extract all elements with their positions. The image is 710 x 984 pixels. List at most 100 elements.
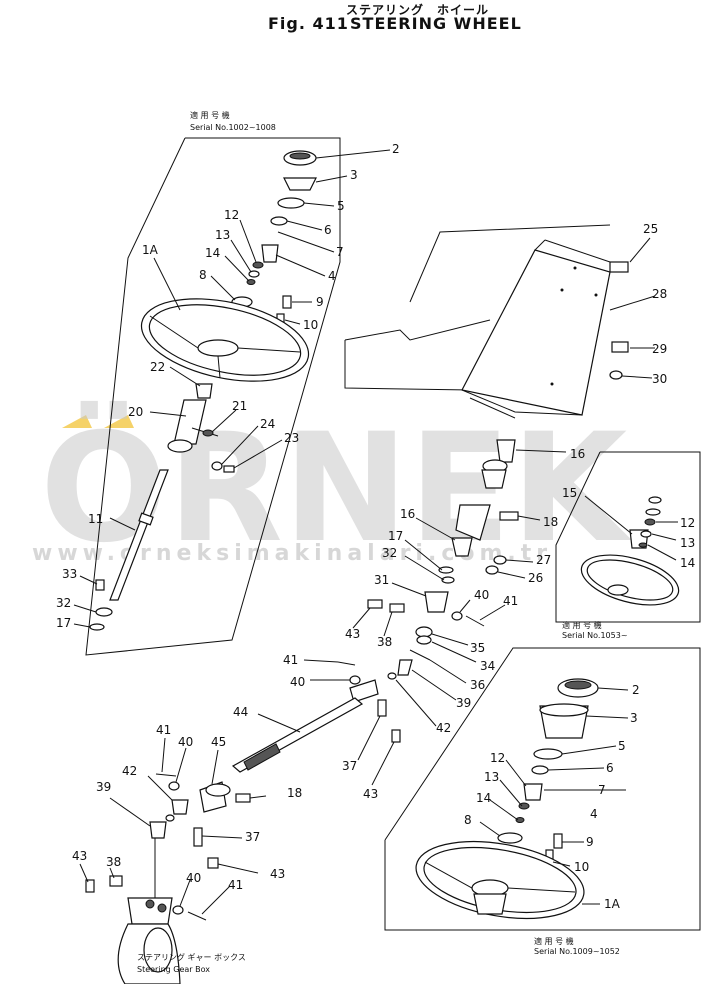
lr-nut-13	[518, 802, 530, 810]
yoke-39b	[149, 821, 167, 839]
washer-40d	[172, 905, 184, 915]
label-41a: 41	[503, 594, 518, 608]
rm-washer-13	[640, 530, 652, 538]
label-29: 29	[652, 342, 667, 356]
spring-seat	[270, 216, 288, 226]
label-34: 34	[480, 659, 495, 673]
washer-40b	[349, 675, 361, 685]
steering-gear-box: 43 38 40 41 ステアリング ギャー ボックス Steering Gea…	[72, 838, 246, 984]
label-38b: 38	[106, 855, 121, 869]
contact-plate	[277, 197, 305, 209]
upper-left-parts	[140, 150, 317, 382]
pin-42b	[165, 814, 175, 822]
washer-40c	[168, 781, 180, 791]
column-shaft-11	[109, 469, 169, 601]
label-40a: 40	[474, 588, 489, 602]
lr-ring-top	[539, 703, 589, 717]
label-lr-10: 10	[574, 860, 589, 874]
label-39a: 39	[456, 696, 471, 710]
callout-right-mid: 15 12 13 14 適 用 号 機 Serial No.1053~	[555, 451, 701, 640]
label-42a: 42	[436, 721, 451, 735]
pin-36	[409, 649, 431, 661]
label-36: 36	[470, 678, 485, 692]
rm-washer-14	[638, 542, 648, 548]
bearing-body	[481, 469, 507, 489]
label-27: 27	[536, 553, 551, 567]
gearbox-cover	[143, 927, 173, 973]
label-rm-12: 12	[680, 516, 695, 530]
label-40b: 40	[290, 675, 305, 689]
label-ul-3: 3	[350, 168, 358, 182]
title-english: STEERING WHEEL	[350, 14, 522, 33]
intermediate-shaft	[149, 661, 401, 869]
washer-30	[609, 370, 623, 380]
pin-41c	[155, 773, 177, 777]
label-43b: 43	[363, 787, 378, 801]
washer-40a	[451, 611, 463, 621]
bolt-18b	[235, 793, 251, 803]
label-lr-2: 2	[632, 683, 640, 697]
rm-ring	[645, 508, 661, 516]
label-35: 35	[470, 641, 485, 655]
bracket	[455, 504, 491, 541]
washer-17	[89, 623, 105, 631]
horn-button-top	[289, 152, 311, 160]
label-rm-15: 15	[562, 486, 577, 500]
label-25: 25	[643, 222, 658, 236]
watermark: ÖRNEK www.orneksimakinalari.com.tr	[32, 400, 632, 576]
lr-wheel-boss	[473, 893, 507, 915]
middle-leaders	[352, 449, 567, 727]
label-18b: 18	[287, 786, 302, 800]
yoke-31	[424, 591, 449, 613]
gearbox-caption-jp: ステアリング ギャー ボックス	[137, 952, 246, 962]
bolt-33	[95, 579, 105, 591]
label-lr-1a: 1A	[604, 897, 621, 911]
yoke-45-ring	[205, 783, 231, 797]
watermark-accent-right	[104, 415, 134, 428]
washer-34	[416, 635, 432, 645]
label-33: 33	[62, 567, 77, 581]
lr-washer-14	[515, 817, 525, 823]
label-18a: 18	[543, 515, 558, 529]
label-ul-6: 6	[324, 223, 332, 237]
label-ul-12: 12	[224, 208, 239, 222]
shaft-leaders	[109, 659, 395, 874]
label-lr-3: 3	[630, 711, 638, 725]
lr-spacer-8	[497, 832, 523, 844]
washer-24	[211, 461, 223, 471]
gearbox-bolt-b	[157, 903, 167, 913]
console-panel-28	[461, 249, 611, 416]
washer-32	[95, 607, 113, 617]
bolt-37a	[377, 699, 387, 717]
lr-spring-seat	[531, 765, 549, 775]
middle-components	[367, 439, 519, 680]
label-lr-7: 7	[598, 783, 606, 797]
horn-ring	[283, 177, 317, 191]
label-ul-14: 14	[205, 246, 220, 260]
gearbox-caption-en: Steering Gear Box	[137, 965, 210, 974]
gearbox-bolt-a	[145, 899, 155, 909]
lr-screw-9	[553, 833, 563, 849]
label-23: 23	[284, 431, 299, 445]
label-41d: 41	[228, 878, 243, 892]
label-41c: 41	[156, 723, 171, 737]
label-lr-6: 6	[606, 761, 614, 775]
label-lr-14: 14	[476, 791, 491, 805]
label-16b: 16	[400, 507, 415, 521]
label-38a: 38	[377, 635, 392, 649]
label-ul-5: 5	[337, 199, 345, 213]
label-ul-9: 9	[316, 295, 324, 309]
yoke-coupler	[171, 799, 189, 815]
label-22: 22	[150, 360, 165, 374]
label-28: 28	[652, 287, 667, 301]
washer-13	[248, 270, 260, 278]
callout-ul-jp: 適 用 号 機	[190, 110, 230, 120]
callout-rm-serial: Serial No.1053~	[562, 631, 628, 640]
callout-rm-jp: 適 用 号 機	[562, 620, 602, 630]
label-31: 31	[374, 573, 389, 587]
screw-9	[282, 295, 292, 309]
figure-number: Fig. 411	[268, 14, 349, 33]
yoke-39a	[397, 659, 413, 676]
callout-lower-right	[384, 647, 701, 931]
